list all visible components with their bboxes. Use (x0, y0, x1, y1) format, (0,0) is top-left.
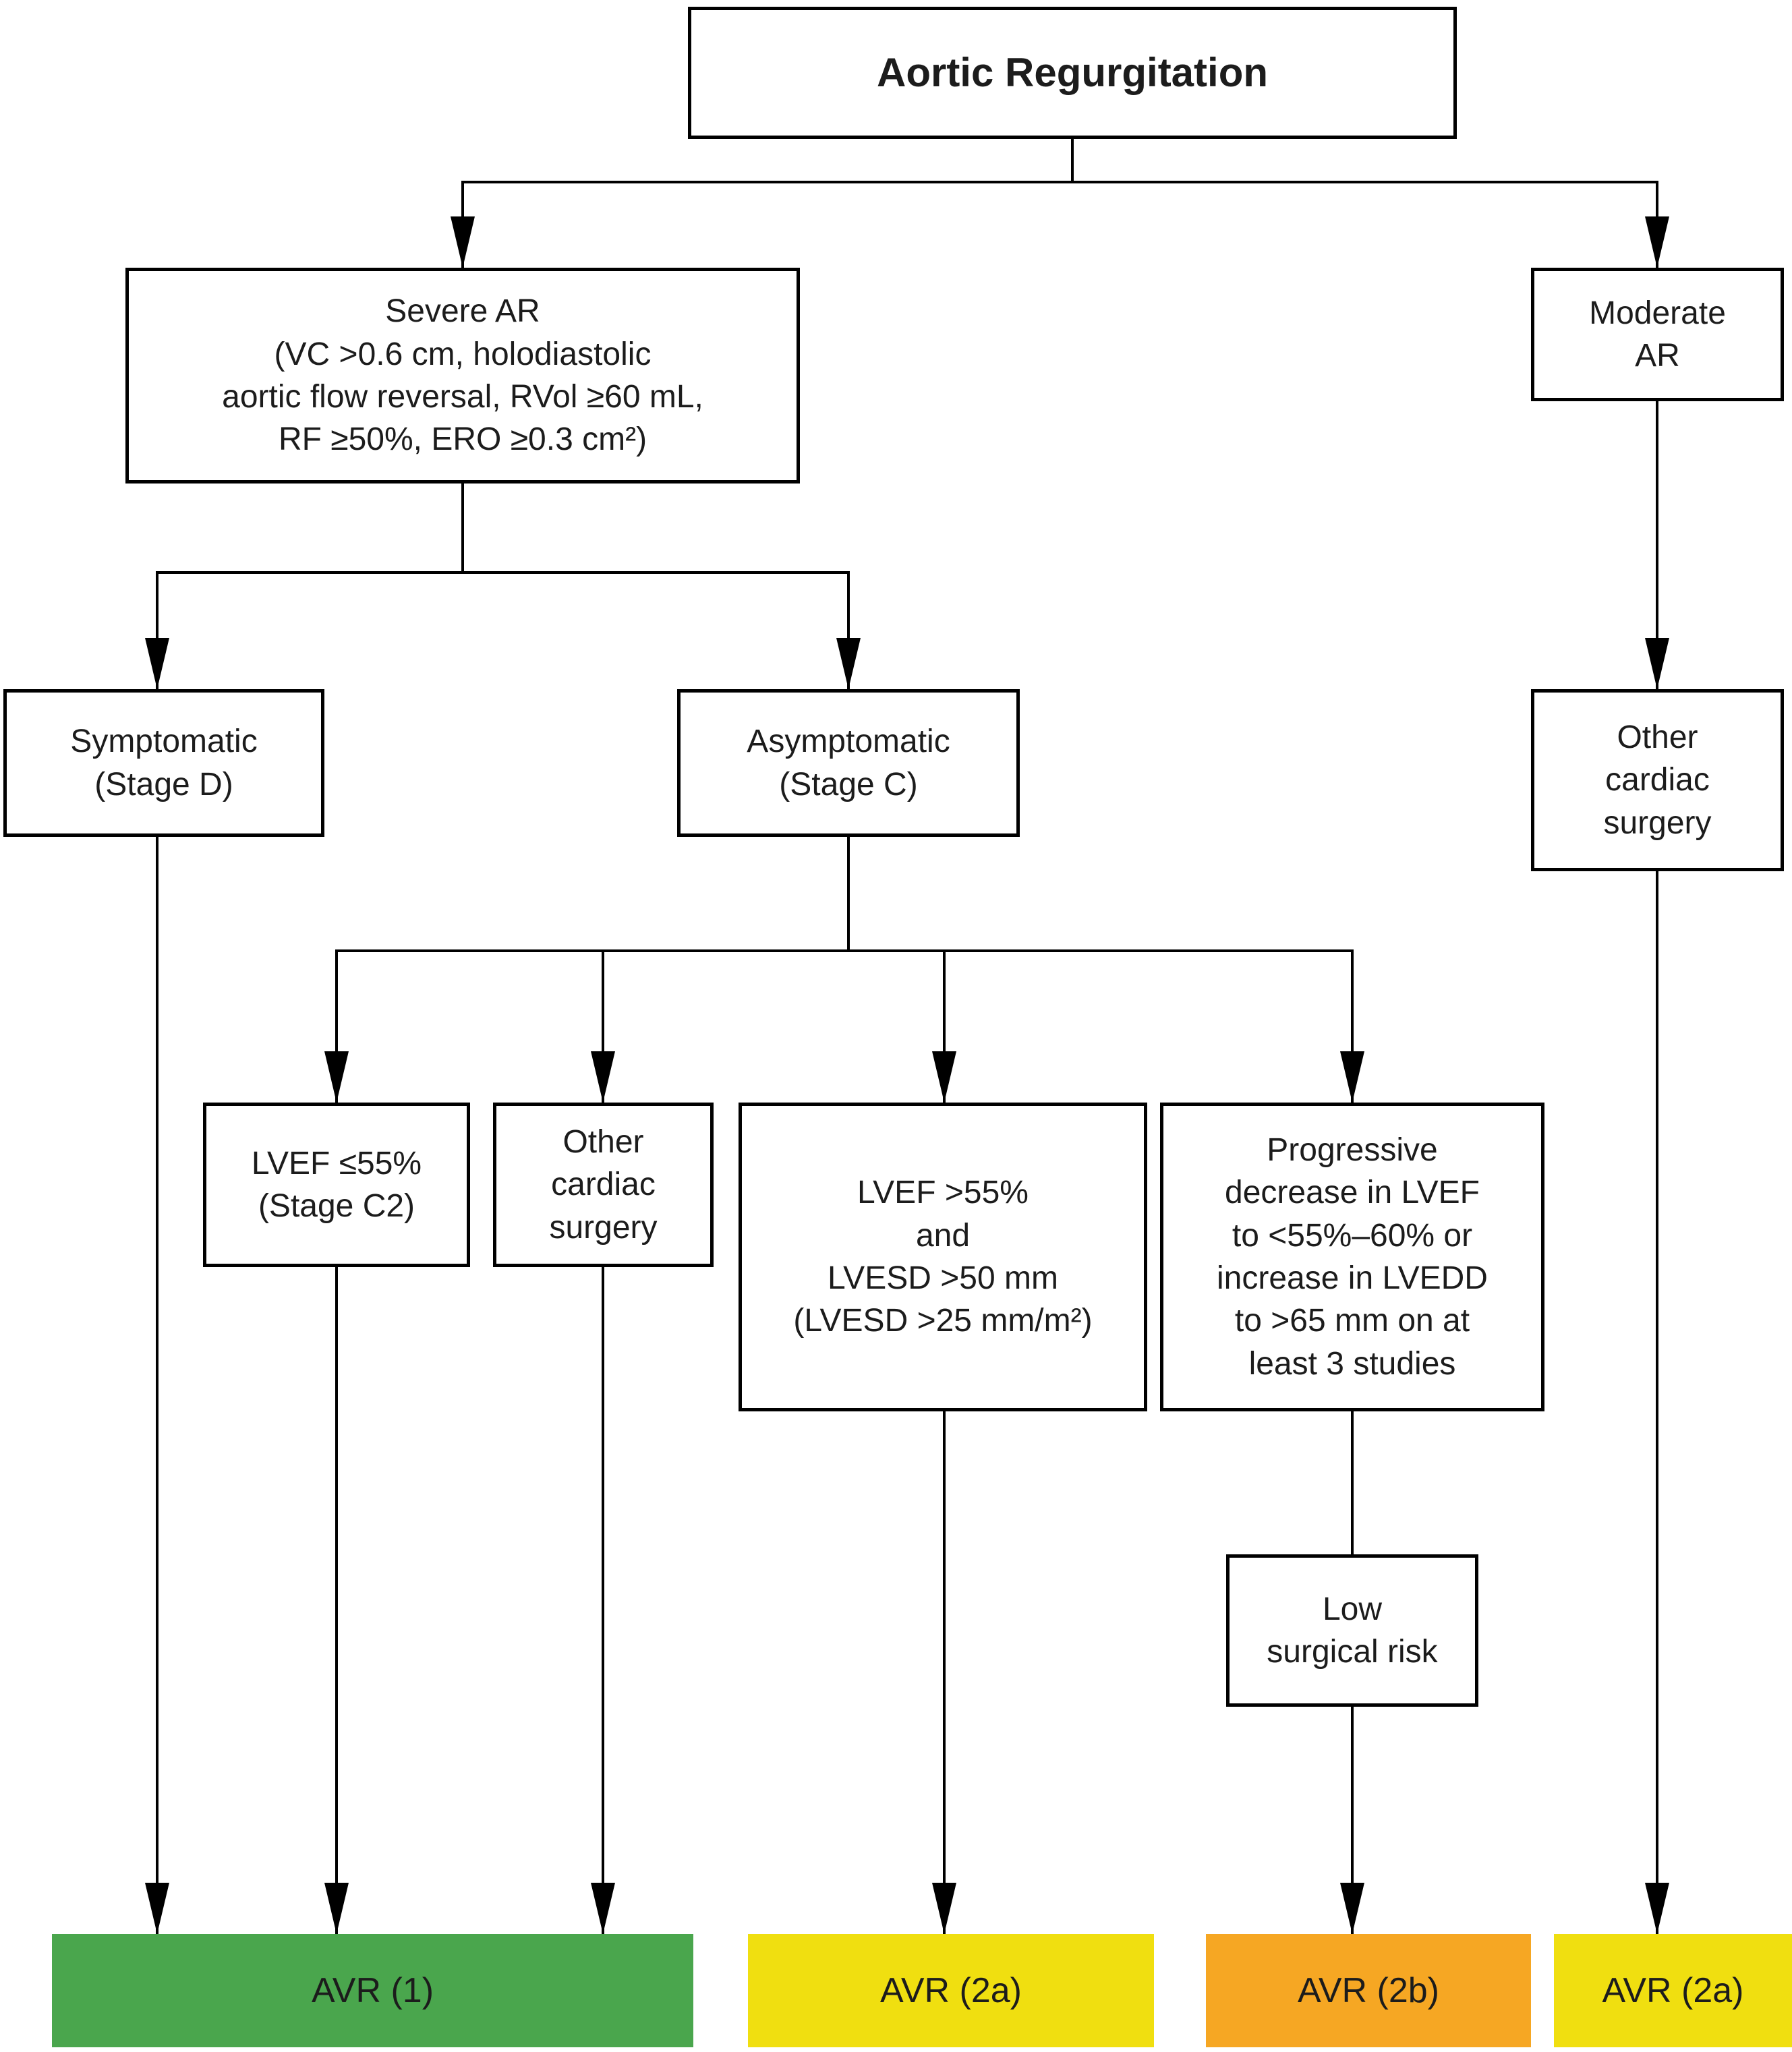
arrow-into-asymptomatic-icon (836, 638, 861, 689)
edge-split1-horizontal (463, 181, 1658, 183)
node-asymptomatic-label: Asymptomatic (Stage C) (747, 724, 950, 802)
node-lvef-le-55-stage-c2: LVEF ≤55% (Stage C2) (203, 1103, 470, 1267)
edge-lvef-gt-55-to-avr2a (943, 1411, 946, 1934)
arrow-into-lvef-le-55-icon (324, 1051, 349, 1103)
node-low-surgical-risk-label: Low surgical risk (1267, 1591, 1438, 1670)
edge-moderate-to-other-surgery (1656, 401, 1658, 689)
outcome-avr-2b: AVR (2b) (1206, 1934, 1531, 2047)
arrow-into-lvef-gt-55-icon (932, 1051, 956, 1103)
arrow-into-avr2a-right-icon (1645, 1883, 1669, 1934)
arrow-into-avr2b-icon (1340, 1883, 1364, 1934)
node-moderate-ar-label: Moderate AR (1589, 295, 1726, 374)
edge-low-risk-to-avr2b (1351, 1707, 1354, 1934)
node-low-surgical-risk: Low surgical risk (1226, 1554, 1478, 1707)
arrow-into-progressive-icon (1340, 1051, 1364, 1103)
outcome-avr-2a-right-label: AVR (2a) (1602, 1970, 1744, 2010)
edge-split3-horizontal (337, 949, 1354, 952)
node-aortic-regurgitation-label: Aortic Regurgitation (877, 50, 1268, 95)
outcome-avr-2a-left: AVR (2a) (748, 1934, 1154, 2047)
node-other-cardiac-surgery-mid: Other cardiac surgery (493, 1103, 714, 1267)
edge-split3-to-lvef-gt-55 (943, 949, 946, 1103)
node-progressive-decrease-label: Progressive decrease in LVEF to <55%–60%… (1217, 1132, 1488, 1382)
arrow-lvef-le-into-avr1-icon (324, 1883, 349, 1934)
node-moderate-ar: Moderate AR (1531, 268, 1784, 401)
arrow-into-symptomatic-icon (145, 638, 169, 689)
outcome-avr-2b-label: AVR (2b) (1298, 1970, 1439, 2010)
edge-other-right-to-avr2a (1656, 871, 1658, 1934)
node-severe-ar: Severe AR (VC >0.6 cm, holodiastolic aor… (125, 268, 800, 483)
edge-split3-to-lvef-le-55 (335, 949, 338, 1103)
arrow-into-other-surgery-right-icon (1645, 638, 1669, 689)
edge-severe-stub (461, 483, 464, 574)
node-symptomatic-stage-d: Symptomatic (Stage D) (3, 689, 324, 837)
node-lvef-gt-55-label: LVEF >55% and LVESD >50 mm (LVESD >25 mm… (793, 1175, 1093, 1339)
outcome-avr-1-label: AVR (1) (311, 1970, 434, 2010)
outcome-avr-1: AVR (1) (52, 1934, 693, 2047)
arrow-into-avr2a-left-icon (932, 1883, 956, 1934)
node-asymptomatic-stage-c: Asymptomatic (Stage C) (677, 689, 1020, 837)
node-severe-ar-label: Severe AR (VC >0.6 cm, holodiastolic aor… (222, 293, 703, 458)
edge-other-mid-to-avr1 (602, 1267, 604, 1934)
edge-lvef-le-55-to-avr1 (335, 1267, 338, 1934)
node-aortic-regurgitation: Aortic Regurgitation (688, 7, 1457, 139)
node-symptomatic-label: Symptomatic (Stage D) (70, 724, 258, 802)
node-other-cardiac-surgery-mid-label: Other cardiac surgery (549, 1123, 658, 1245)
edge-symptomatic-to-avr1 (156, 837, 158, 1934)
arrow-symptomatic-into-avr1-icon (145, 1883, 169, 1934)
edge-split2-horizontal (157, 571, 850, 574)
node-other-cardiac-surgery-right-label: Other cardiac surgery (1603, 719, 1712, 841)
arrow-other-mid-into-avr1-icon (591, 1883, 615, 1934)
node-lvef-le-55-label: LVEF ≤55% (Stage C2) (251, 1145, 422, 1224)
node-lvef-gt-55-lvesd: LVEF >55% and LVESD >50 mm (LVESD >25 mm… (739, 1103, 1147, 1411)
edge-split3-to-progressive (1351, 949, 1354, 1103)
edge-progressive-to-low-risk (1351, 1411, 1354, 1554)
arrow-into-other-surgery-mid-icon (591, 1051, 615, 1103)
edge-split2-to-asymptomatic (847, 571, 850, 689)
edge-asymptomatic-stub (847, 837, 850, 952)
edge-split3-to-other-mid (602, 949, 604, 1103)
outcome-avr-2a-left-label: AVR (2a) (880, 1970, 1022, 2010)
outcome-avr-2a-right: AVR (2a) (1554, 1934, 1792, 2047)
arrow-into-moderate-ar-icon (1645, 216, 1669, 268)
node-progressive-decrease: Progressive decrease in LVEF to <55%–60%… (1160, 1103, 1544, 1411)
edge-title-stub (1071, 138, 1074, 183)
edge-split2-to-symptomatic (156, 571, 158, 689)
arrow-into-severe-ar-icon (451, 216, 475, 268)
node-other-cardiac-surgery-right: Other cardiac surgery (1531, 689, 1784, 871)
